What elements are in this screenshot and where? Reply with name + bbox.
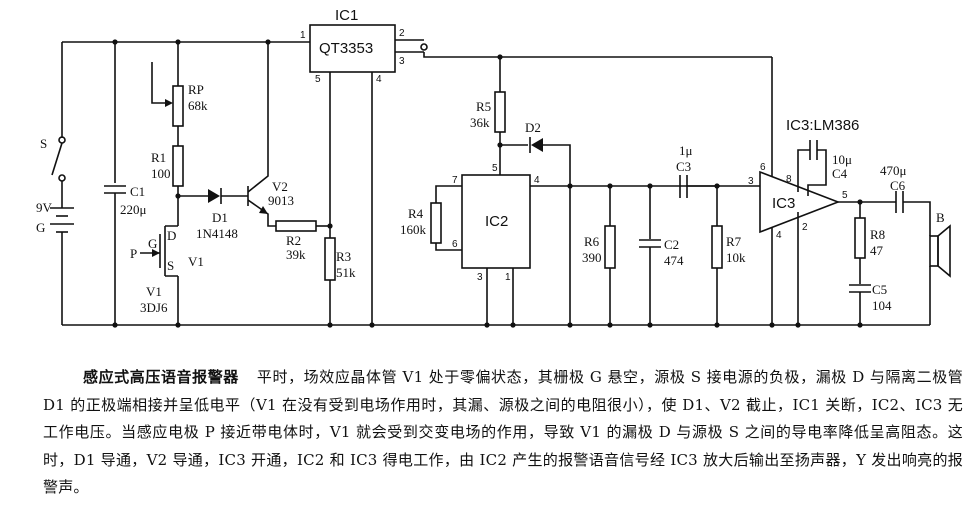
ic3-pin8: 8 bbox=[786, 174, 792, 185]
c3-value: 1μ bbox=[679, 143, 693, 158]
r5-value: 36k bbox=[470, 115, 490, 130]
fet-v1-label: V1 bbox=[188, 254, 204, 269]
c1-value: 220μ bbox=[120, 202, 147, 217]
ic2-pin4: 4 bbox=[534, 175, 540, 186]
r2-label: R2 bbox=[286, 233, 301, 248]
switch-label: S bbox=[40, 136, 47, 151]
v2-value: 9013 bbox=[268, 193, 294, 208]
c4-label: C4 bbox=[832, 166, 848, 181]
ic1-part-label: QT3353 bbox=[319, 40, 373, 57]
rp-value: 68k bbox=[188, 98, 208, 113]
d2-label: D2 bbox=[525, 120, 541, 135]
ic3-pin4: 4 bbox=[776, 230, 782, 241]
r6-value: 390 bbox=[582, 250, 602, 265]
ic3-pin6: 6 bbox=[760, 162, 766, 173]
fet-source-label: S bbox=[167, 258, 174, 273]
r4-label: R4 bbox=[408, 206, 424, 221]
circuit-description-body: 平时，场效应晶体管 V1 处于零偏状态，其栅极 G 悬空，源极 S 接电源的负极… bbox=[43, 368, 963, 496]
speaker-label: B bbox=[936, 210, 945, 225]
transistor-v2 bbox=[247, 42, 276, 227]
c2-label: C2 bbox=[664, 237, 679, 252]
d1-label: D1 bbox=[212, 210, 228, 225]
ic1-pin4: 4 bbox=[376, 74, 382, 85]
circuit-title: 感应式高压语音报警器 bbox=[83, 368, 239, 386]
circuit-schematic: IC1 QT3353 1 2 3 4 5 S 9V G C1 220μ RP 6… bbox=[36, 7, 951, 328]
resistor-r4 bbox=[430, 202, 442, 244]
c5-label: C5 bbox=[872, 282, 887, 297]
resistor-r7 bbox=[711, 186, 723, 325]
r4-value: 160k bbox=[400, 222, 427, 237]
r2-value: 39k bbox=[286, 247, 306, 262]
ic2-pin6: 6 bbox=[452, 239, 458, 250]
c6-value: 470μ bbox=[880, 163, 907, 178]
r5-label: R5 bbox=[476, 99, 491, 114]
capacitor-c5 bbox=[849, 284, 871, 325]
ic1-qt3353 bbox=[309, 24, 772, 325]
potentiometer-rp bbox=[151, 42, 184, 146]
ic3-pin5: 5 bbox=[842, 190, 848, 201]
c3-label: C3 bbox=[676, 159, 691, 174]
capacitor-c2 bbox=[639, 186, 661, 325]
r6-label: R6 bbox=[584, 234, 600, 249]
speaker-b bbox=[929, 224, 951, 325]
ic1-label: IC1 bbox=[335, 7, 358, 24]
v1-value: 3DJ6 bbox=[140, 300, 168, 315]
capacitor-c4 bbox=[807, 140, 827, 196]
r3-label: R3 bbox=[336, 249, 351, 264]
battery-voltage-label: 9V bbox=[36, 200, 53, 215]
r7-value: 10k bbox=[726, 250, 746, 265]
resistor-r3 bbox=[324, 72, 336, 325]
r8-label: R8 bbox=[870, 227, 885, 242]
v2-label: V2 bbox=[272, 179, 288, 194]
resistor-r5 bbox=[494, 57, 506, 175]
resistor-r1 bbox=[172, 145, 184, 226]
r3-value: 51k bbox=[336, 265, 356, 280]
ic1-pin1: 1 bbox=[300, 30, 306, 41]
ic3-label: IC3 bbox=[772, 195, 795, 212]
ic2-pin7: 7 bbox=[452, 175, 458, 186]
resistor-r8 bbox=[854, 202, 866, 284]
ic3-lm386 bbox=[759, 57, 896, 325]
r1-label: R1 bbox=[151, 150, 166, 165]
ic3-pin3: 3 bbox=[748, 176, 754, 187]
c2-value: 474 bbox=[664, 253, 684, 268]
probe-p-label: P bbox=[130, 246, 137, 261]
ic3-title-label: IC3:LM386 bbox=[786, 117, 859, 134]
fet-drain-label: D bbox=[167, 228, 176, 243]
r7-label: R7 bbox=[726, 234, 742, 249]
power-switch bbox=[51, 42, 66, 208]
c1-label: C1 bbox=[130, 184, 145, 199]
ic1-pin2: 2 bbox=[399, 28, 405, 39]
ic1-pin3: 3 bbox=[399, 56, 405, 67]
fet-gate-label: G bbox=[148, 236, 157, 251]
resistor-r6 bbox=[604, 186, 616, 325]
r8-value: 47 bbox=[870, 243, 884, 258]
diode-d1 bbox=[178, 188, 248, 204]
junction-dots bbox=[112, 39, 863, 328]
rp-label: RP bbox=[188, 82, 204, 97]
circuit-description: 感应式高压语音报警器平时，场效应晶体管 V1 处于零偏状态，其栅极 G 悬空，源… bbox=[43, 364, 963, 502]
battery bbox=[50, 207, 74, 325]
ic2-pin5: 5 bbox=[492, 163, 498, 174]
ic2-pin3: 3 bbox=[477, 272, 483, 283]
v1-label: V1 bbox=[146, 284, 162, 299]
diode-d2 bbox=[500, 137, 571, 325]
r1-value: 100 bbox=[151, 166, 171, 181]
c4-value: 10μ bbox=[832, 152, 852, 167]
resistor-r2 bbox=[275, 220, 330, 232]
d1-value: 1N4148 bbox=[196, 226, 238, 241]
ic2-label: IC2 bbox=[485, 213, 508, 230]
c6-label: C6 bbox=[890, 178, 906, 193]
capacitor-c1 bbox=[104, 42, 126, 325]
capacitor-c3 bbox=[679, 175, 760, 198]
ic1-pin5: 5 bbox=[315, 74, 321, 85]
battery-g-label: G bbox=[36, 220, 45, 235]
fet-v1 bbox=[140, 225, 179, 325]
capacitor-c6 bbox=[895, 191, 931, 236]
ic2-pin1: 1 bbox=[505, 272, 511, 283]
ic3-pin2: 2 bbox=[802, 222, 808, 233]
c5-value: 104 bbox=[872, 298, 892, 313]
